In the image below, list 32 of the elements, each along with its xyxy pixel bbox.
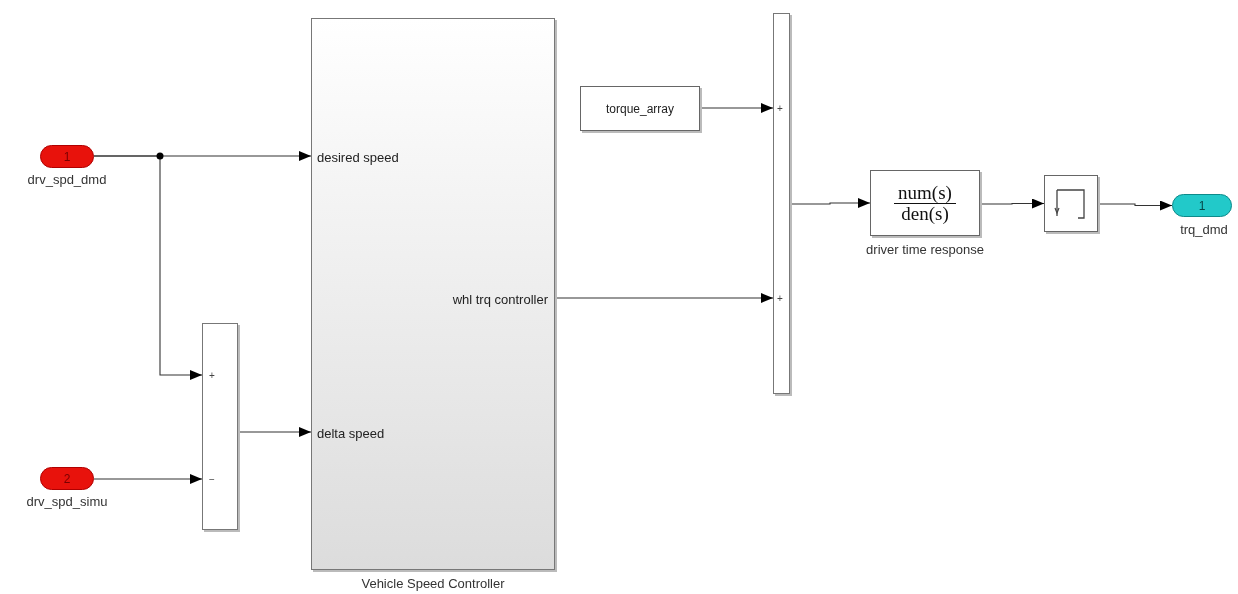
port-sign: + bbox=[209, 371, 215, 381]
transfer-function-block bbox=[870, 170, 980, 236]
port-label: delta speed bbox=[317, 425, 385, 441]
block-name: drv_spd_simu bbox=[26, 494, 108, 509]
numerator: num(s) bbox=[894, 182, 956, 204]
port-sign: + bbox=[777, 294, 783, 304]
block-name: Vehicle Speed Controller bbox=[361, 576, 505, 591]
port-label: desired speed bbox=[317, 149, 399, 165]
signal-line bbox=[1097, 200, 1173, 211]
signal-line bbox=[93, 155, 203, 380]
sum-block bbox=[773, 13, 790, 394]
inport-block: 1 bbox=[40, 145, 94, 168]
signal-line bbox=[237, 427, 312, 437]
signal-line bbox=[554, 293, 774, 303]
subsystem-block bbox=[311, 18, 555, 570]
port-sign: − bbox=[209, 475, 215, 485]
sum-block bbox=[202, 323, 238, 530]
block-name: drv_spd_dmd bbox=[27, 172, 107, 187]
signal-line bbox=[699, 103, 774, 113]
rate-limiter-block bbox=[1044, 175, 1098, 232]
signal-line bbox=[979, 198, 1045, 209]
signal-line bbox=[93, 474, 203, 484]
block-label: torque_array bbox=[605, 101, 674, 116]
denominator: den(s) bbox=[901, 203, 949, 224]
constant-block bbox=[580, 86, 700, 131]
outport-block: 1 bbox=[1172, 194, 1232, 217]
block-name: trq_dmd bbox=[1180, 222, 1228, 237]
signal-line bbox=[789, 198, 871, 208]
port-sign: + bbox=[777, 104, 783, 114]
block-name: driver time response bbox=[866, 242, 984, 257]
port-label: whl trq controller bbox=[452, 291, 548, 307]
inport-block: 2 bbox=[40, 467, 94, 490]
